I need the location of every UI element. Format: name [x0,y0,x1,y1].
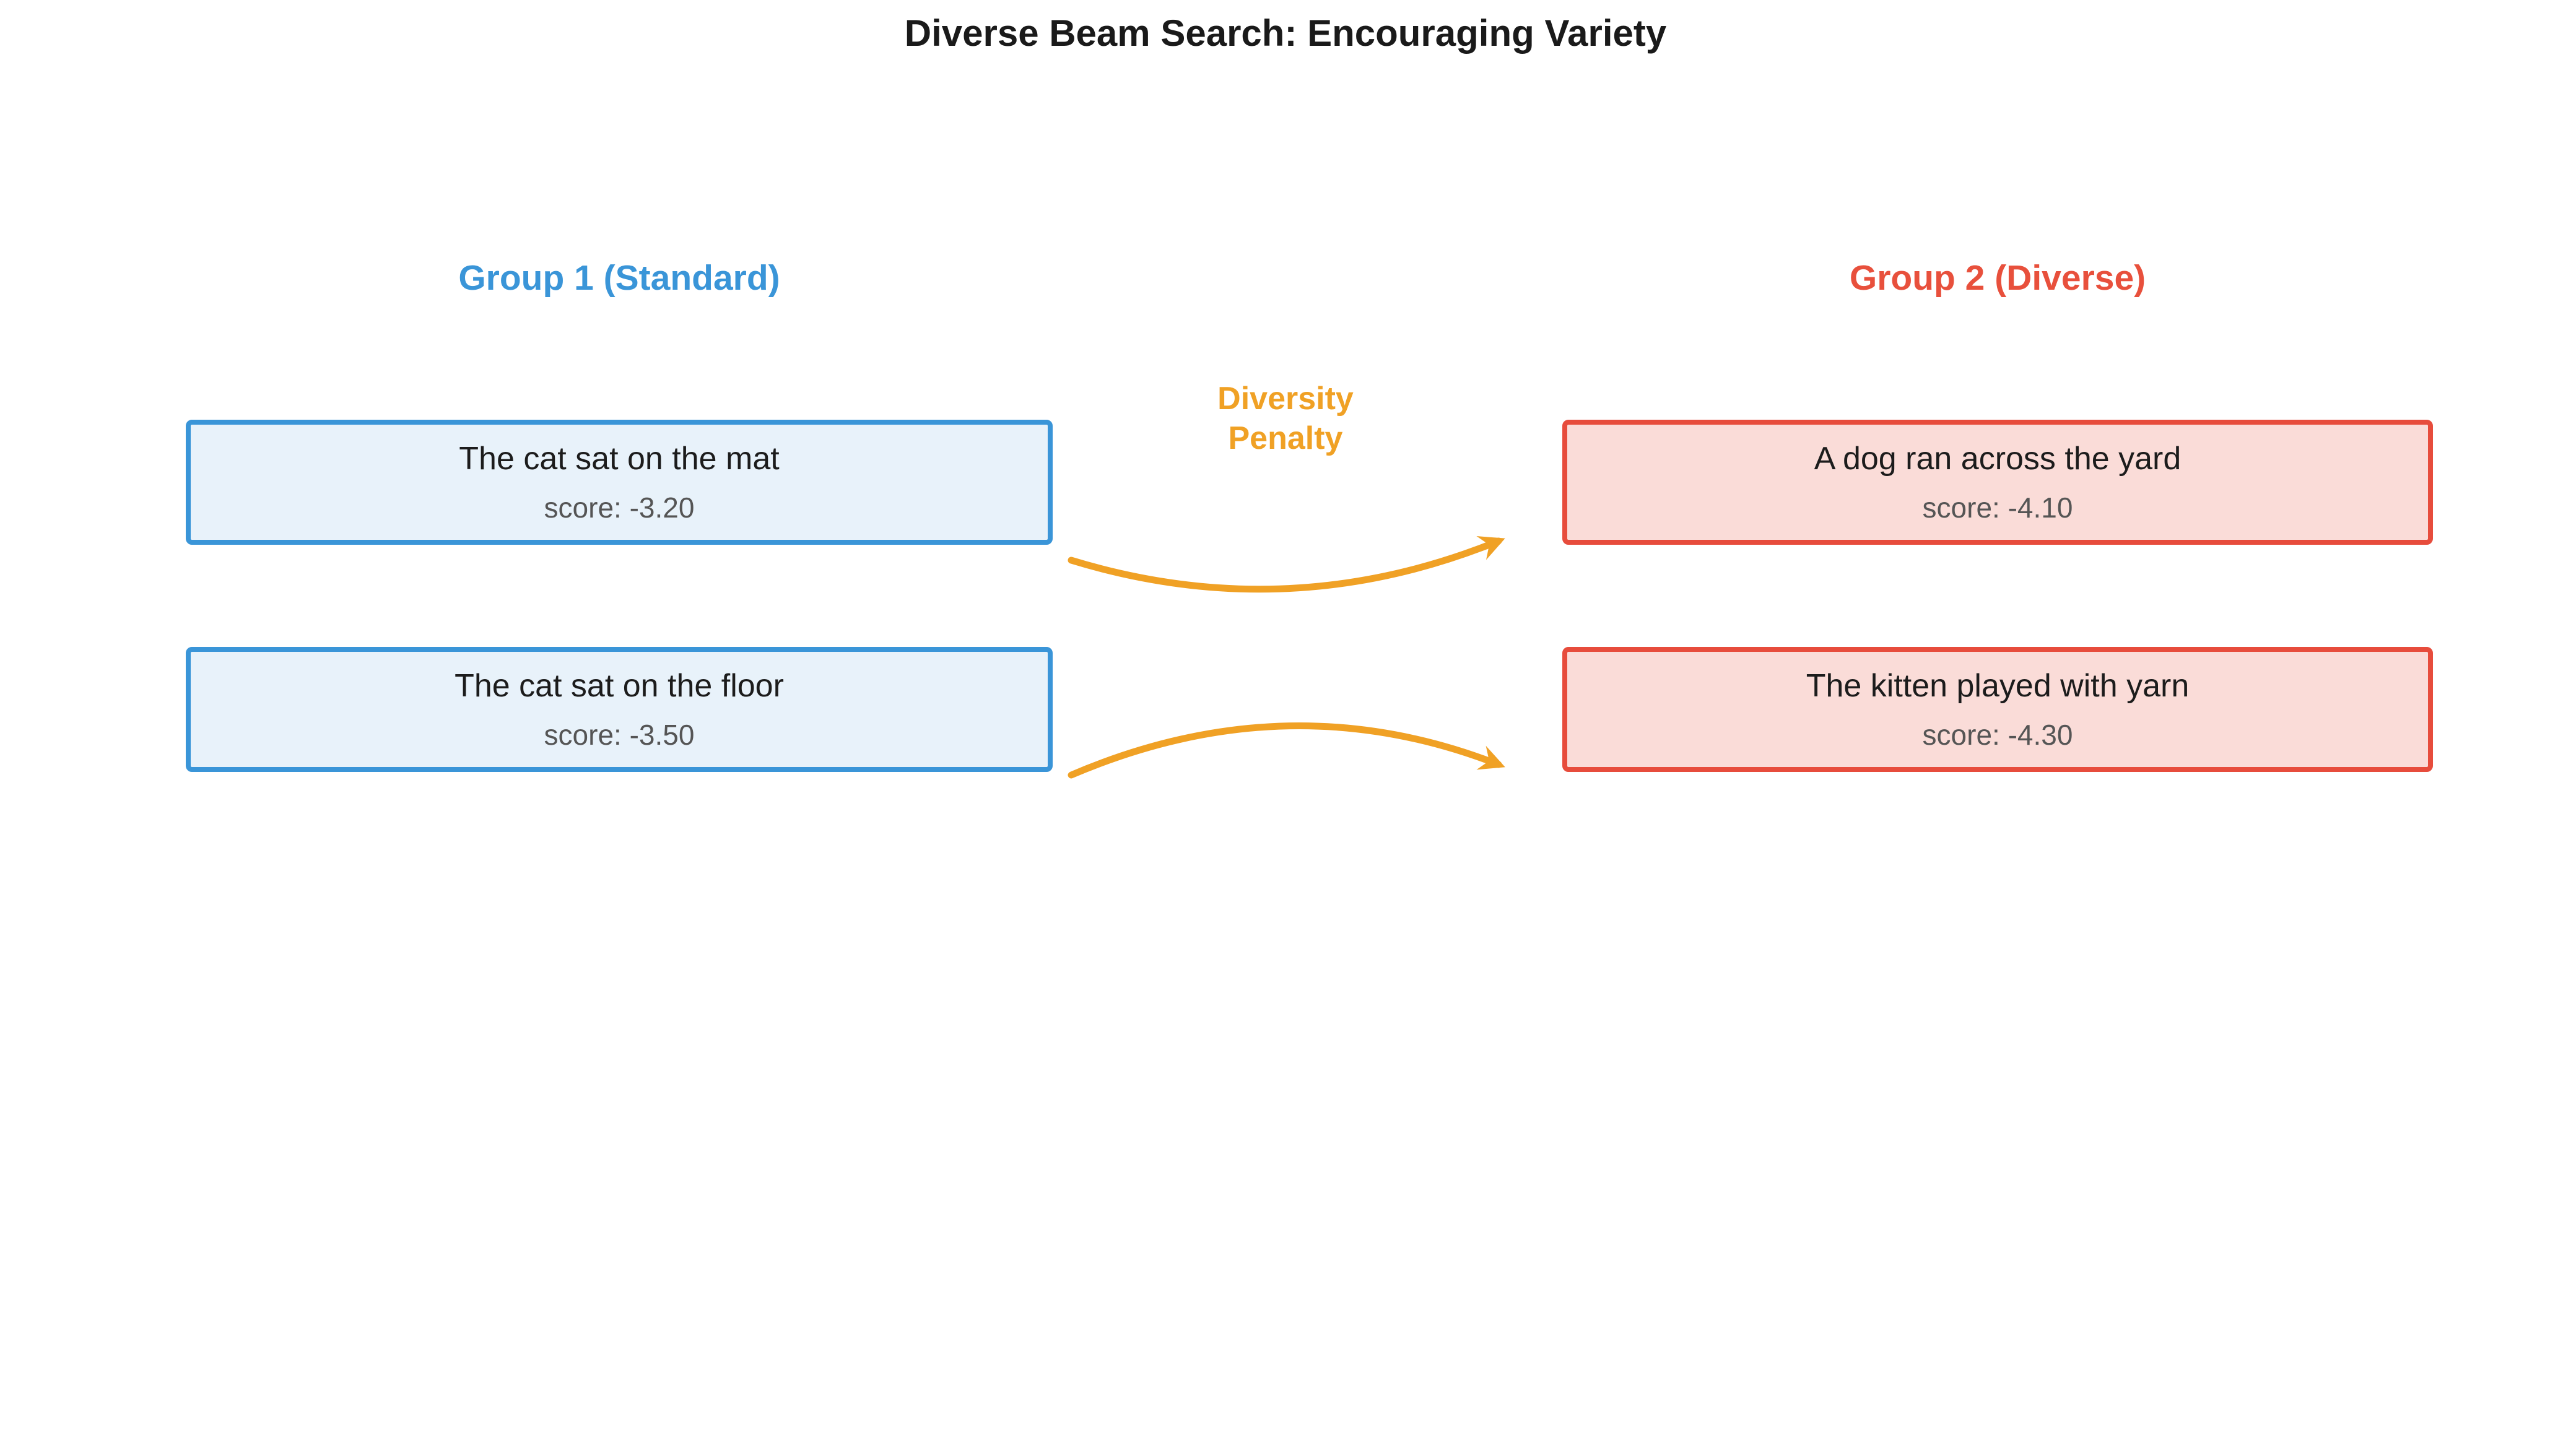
group1-box-2-text: The cat sat on the floor [455,668,784,704]
group1-box-1-score: score: -3.20 [544,492,695,524]
penalty-arrow-top [1068,536,1505,593]
diversity-penalty-line1: Diversity [1217,381,1354,417]
group2-label: Group 2 (Diverse) [1849,258,2146,298]
group2-box-2-score: score: -4.30 [1922,719,2073,751]
group2-box-1-score: score: -4.10 [1922,492,2073,524]
group1-box-1-text: The cat sat on the mat [459,441,780,477]
group2-box-2: The kitten played with yarn score: -4.30 [1562,647,2433,772]
diversity-penalty-label: Diversity Penalty [1217,379,1354,458]
group1-label: Group 1 (Standard) [458,258,780,298]
group2-box-2-text: The kitten played with yarn [1806,668,2190,704]
diagram-title: Diverse Beam Search: Encouraging Variety [904,12,1667,54]
group1-box-1: The cat sat on the mat score: -3.20 [186,420,1053,545]
diversity-penalty-line2: Penalty [1228,420,1343,456]
group2-box-1: A dog ran across the yard score: -4.10 [1562,420,2433,545]
group1-box-2: The cat sat on the floor score: -3.50 [186,647,1053,772]
group2-box-1-text: A dog ran across the yard [1814,441,2182,477]
penalty-arrow-bottom [1068,722,1505,779]
group1-box-2-score: score: -3.50 [544,719,695,751]
